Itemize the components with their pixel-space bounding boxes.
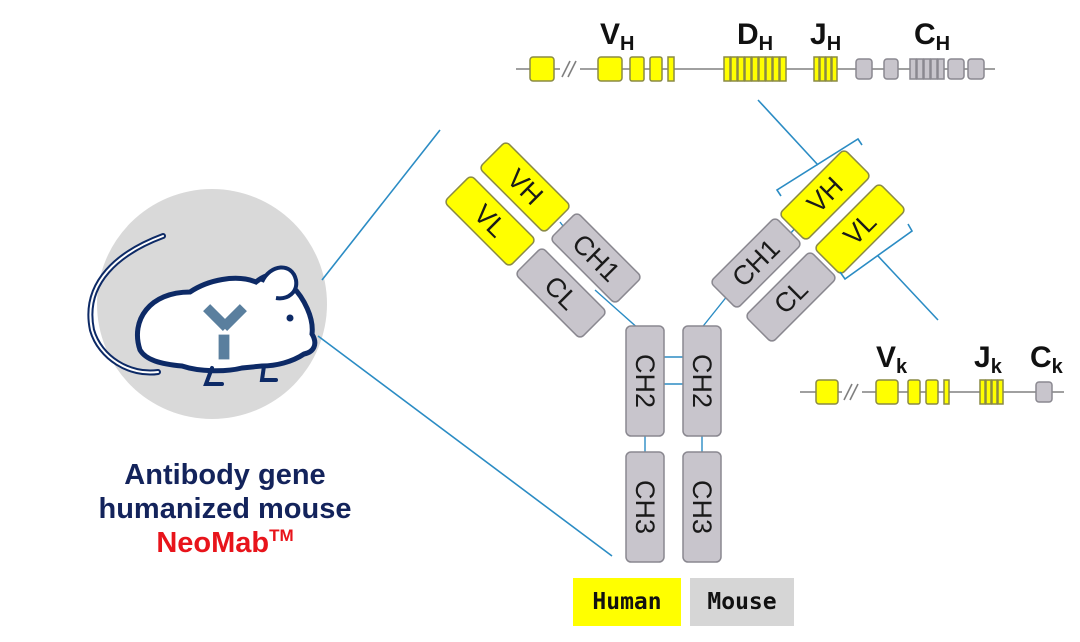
kappa-j-segments [979, 379, 1004, 405]
heavy-c-label: CH [914, 18, 950, 55]
heavy-j-label: JH [810, 18, 841, 55]
ch2-domain-right [682, 325, 722, 437]
kappa-chain-locus: Vk Jk Ck [800, 341, 1064, 405]
kappa-v-segment [907, 379, 921, 405]
ch2-label-left: CH2 [630, 354, 660, 408]
mouse-connector-upper [321, 129, 441, 281]
cl-domain-right: CL [746, 252, 836, 342]
antibody-structure: CH2 CH3 CH2 CH3 VH CH1 VL CL VH [445, 142, 905, 563]
legend-mouse: Mouse [690, 578, 794, 626]
ch3-domain-right [682, 451, 722, 563]
ch3-label-left: CH3 [630, 480, 660, 534]
mouse-connector-lower [317, 335, 613, 557]
heavy-v-segment [667, 56, 675, 82]
kappa-v-segment [875, 379, 899, 405]
ch3-domain-left [625, 451, 665, 563]
hinge-linker-left [594, 289, 641, 331]
kappa-v-label: Vk [876, 341, 908, 378]
brand-name: NeoMabTM [156, 526, 294, 559]
mouse-illustration [87, 189, 327, 419]
heavy-v-segment [597, 56, 623, 82]
ch2-label-right: CH2 [687, 354, 717, 408]
legend-human: Human [573, 578, 681, 626]
vh-bracket [757, 99, 863, 197]
heavy-j-segments [813, 56, 838, 82]
heavy-break-mark [561, 60, 571, 78]
kappa-break-mark [843, 383, 853, 401]
kappa-v-segment [943, 379, 950, 405]
ch2-domain-left [625, 325, 665, 437]
heavy-d-label: DH [737, 18, 773, 55]
heavy-v-segment [629, 56, 645, 82]
kappa-c-label: Ck [1030, 341, 1064, 378]
heavy-c-segments [855, 58, 985, 80]
ch3-label-right: CH3 [687, 480, 717, 534]
kappa-v-segment [925, 379, 939, 405]
trademark-mark: TM [269, 526, 294, 545]
heavy-chain-locus: VH DH JH CH [516, 18, 995, 82]
caption-line-1: Antibody gene [124, 459, 326, 491]
kappa-c-segment [1035, 381, 1053, 403]
vl-to-kappa-locus-connector [877, 255, 939, 321]
small-antibody-icon [203, 304, 247, 361]
figure-caption: Antibody gene humanized mouse NeoMabTM [40, 458, 410, 560]
heavy-v-label: VH [600, 18, 634, 55]
kappa-v-segment [815, 379, 839, 405]
vh-to-heavy-locus-connector [757, 99, 819, 166]
heavy-v-segment [649, 56, 663, 82]
heavy-d-segments [723, 56, 787, 82]
caption-line-2: humanized mouse [98, 493, 352, 525]
vl-bracket [839, 223, 939, 321]
kappa-j-label: Jk [974, 341, 1003, 378]
heavy-v-segment [529, 56, 555, 82]
